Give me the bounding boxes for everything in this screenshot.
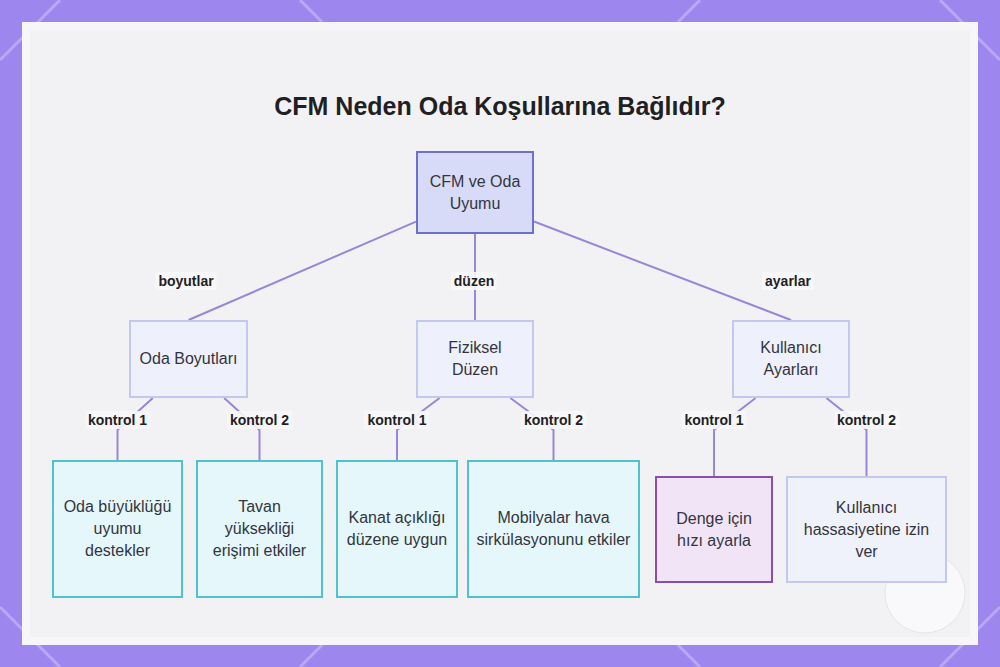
box-text-group: Fiziksel Düzen [424,337,526,381]
edge-label: kontrol 1 [364,411,429,429]
box-label: CFM ve Oda Uyumu [424,171,526,215]
box-text-group: Mobilyalar hava sirkülasyonunu etkiler [475,507,632,551]
process-box: Mobilyalar hava sirkülasyonunu etkiler [467,460,640,598]
box-text-group: Kanat açıklığı düzene uygun [344,507,450,551]
connector-line [510,398,553,460]
blurred-photo [30,30,970,637]
edge-label: kontrol 2 [521,411,586,429]
connector-line [224,398,259,460]
process-box: Denge için hızı ayarla [655,476,773,583]
process-box: Oda büyüklüğü uyumu destekler [52,460,183,598]
connector-line [397,398,440,460]
process-box: Oda Boyutları [129,320,248,398]
box-label: Kullanıcı hassasiyetine izin ver [794,497,939,563]
box-label: Kullanıcı Ayarları [740,337,842,381]
process-box: CFM ve Oda Uyumu [416,151,534,234]
edge-label: düzen [451,272,497,290]
process-box: Kullanıcı Ayarları [732,320,850,398]
box-label: Mobilyalar hava sirkülasyonunu etkiler [475,507,632,551]
box-label: Tavan yüksekliği erişimi etkiler [204,496,315,562]
box-text-group: CFM ve Oda Uyumu [424,171,526,215]
process-box: Kanat açıklığı düzene uygun [336,460,458,598]
process-box: Fiziksel Düzen [416,320,534,398]
box-label: Denge için hızı ayarla [663,508,765,552]
process-box: Kullanıcı hassasiyetine izin ver [786,476,947,583]
box-label: Fiziksel Düzen [424,337,526,381]
edge-label: kontrol 1 [85,411,150,429]
box-text-group: Kullanıcı hassasiyetine izin ver [794,497,939,563]
edge-label: kontrol 2 [227,411,292,429]
connector-line [714,398,756,476]
connector-line [826,398,866,476]
edge-label: kontrol 1 [681,411,746,429]
process-box: Tavan yüksekliği erişimi etkiler [196,460,323,598]
box-text-group: Oda büyüklüğü uyumu destekler [60,496,175,562]
box-label: Kanat açıklığı düzene uygun [344,507,450,551]
edge-label: kontrol 2 [834,411,899,429]
box-text-group: Kullanıcı Ayarları [740,337,842,381]
connector-line [118,398,153,460]
box-text-group: Tavan yüksekliği erişimi etkiler [204,496,315,562]
connector-line [189,222,417,320]
box-label: Oda Boyutları [140,348,238,370]
box-text-group: Oda Boyutları [140,348,238,370]
box-label: Oda büyüklüğü uyumu destekler [60,496,175,562]
edge-label: boyutlar [155,272,216,290]
diagram-title: CFM Neden Oda Koşullarına Bağlıdır? [0,92,1000,121]
edge-label: ayarlar [762,272,814,290]
connector-line [534,222,791,320]
box-text-group: Denge için hızı ayarla [663,508,765,552]
